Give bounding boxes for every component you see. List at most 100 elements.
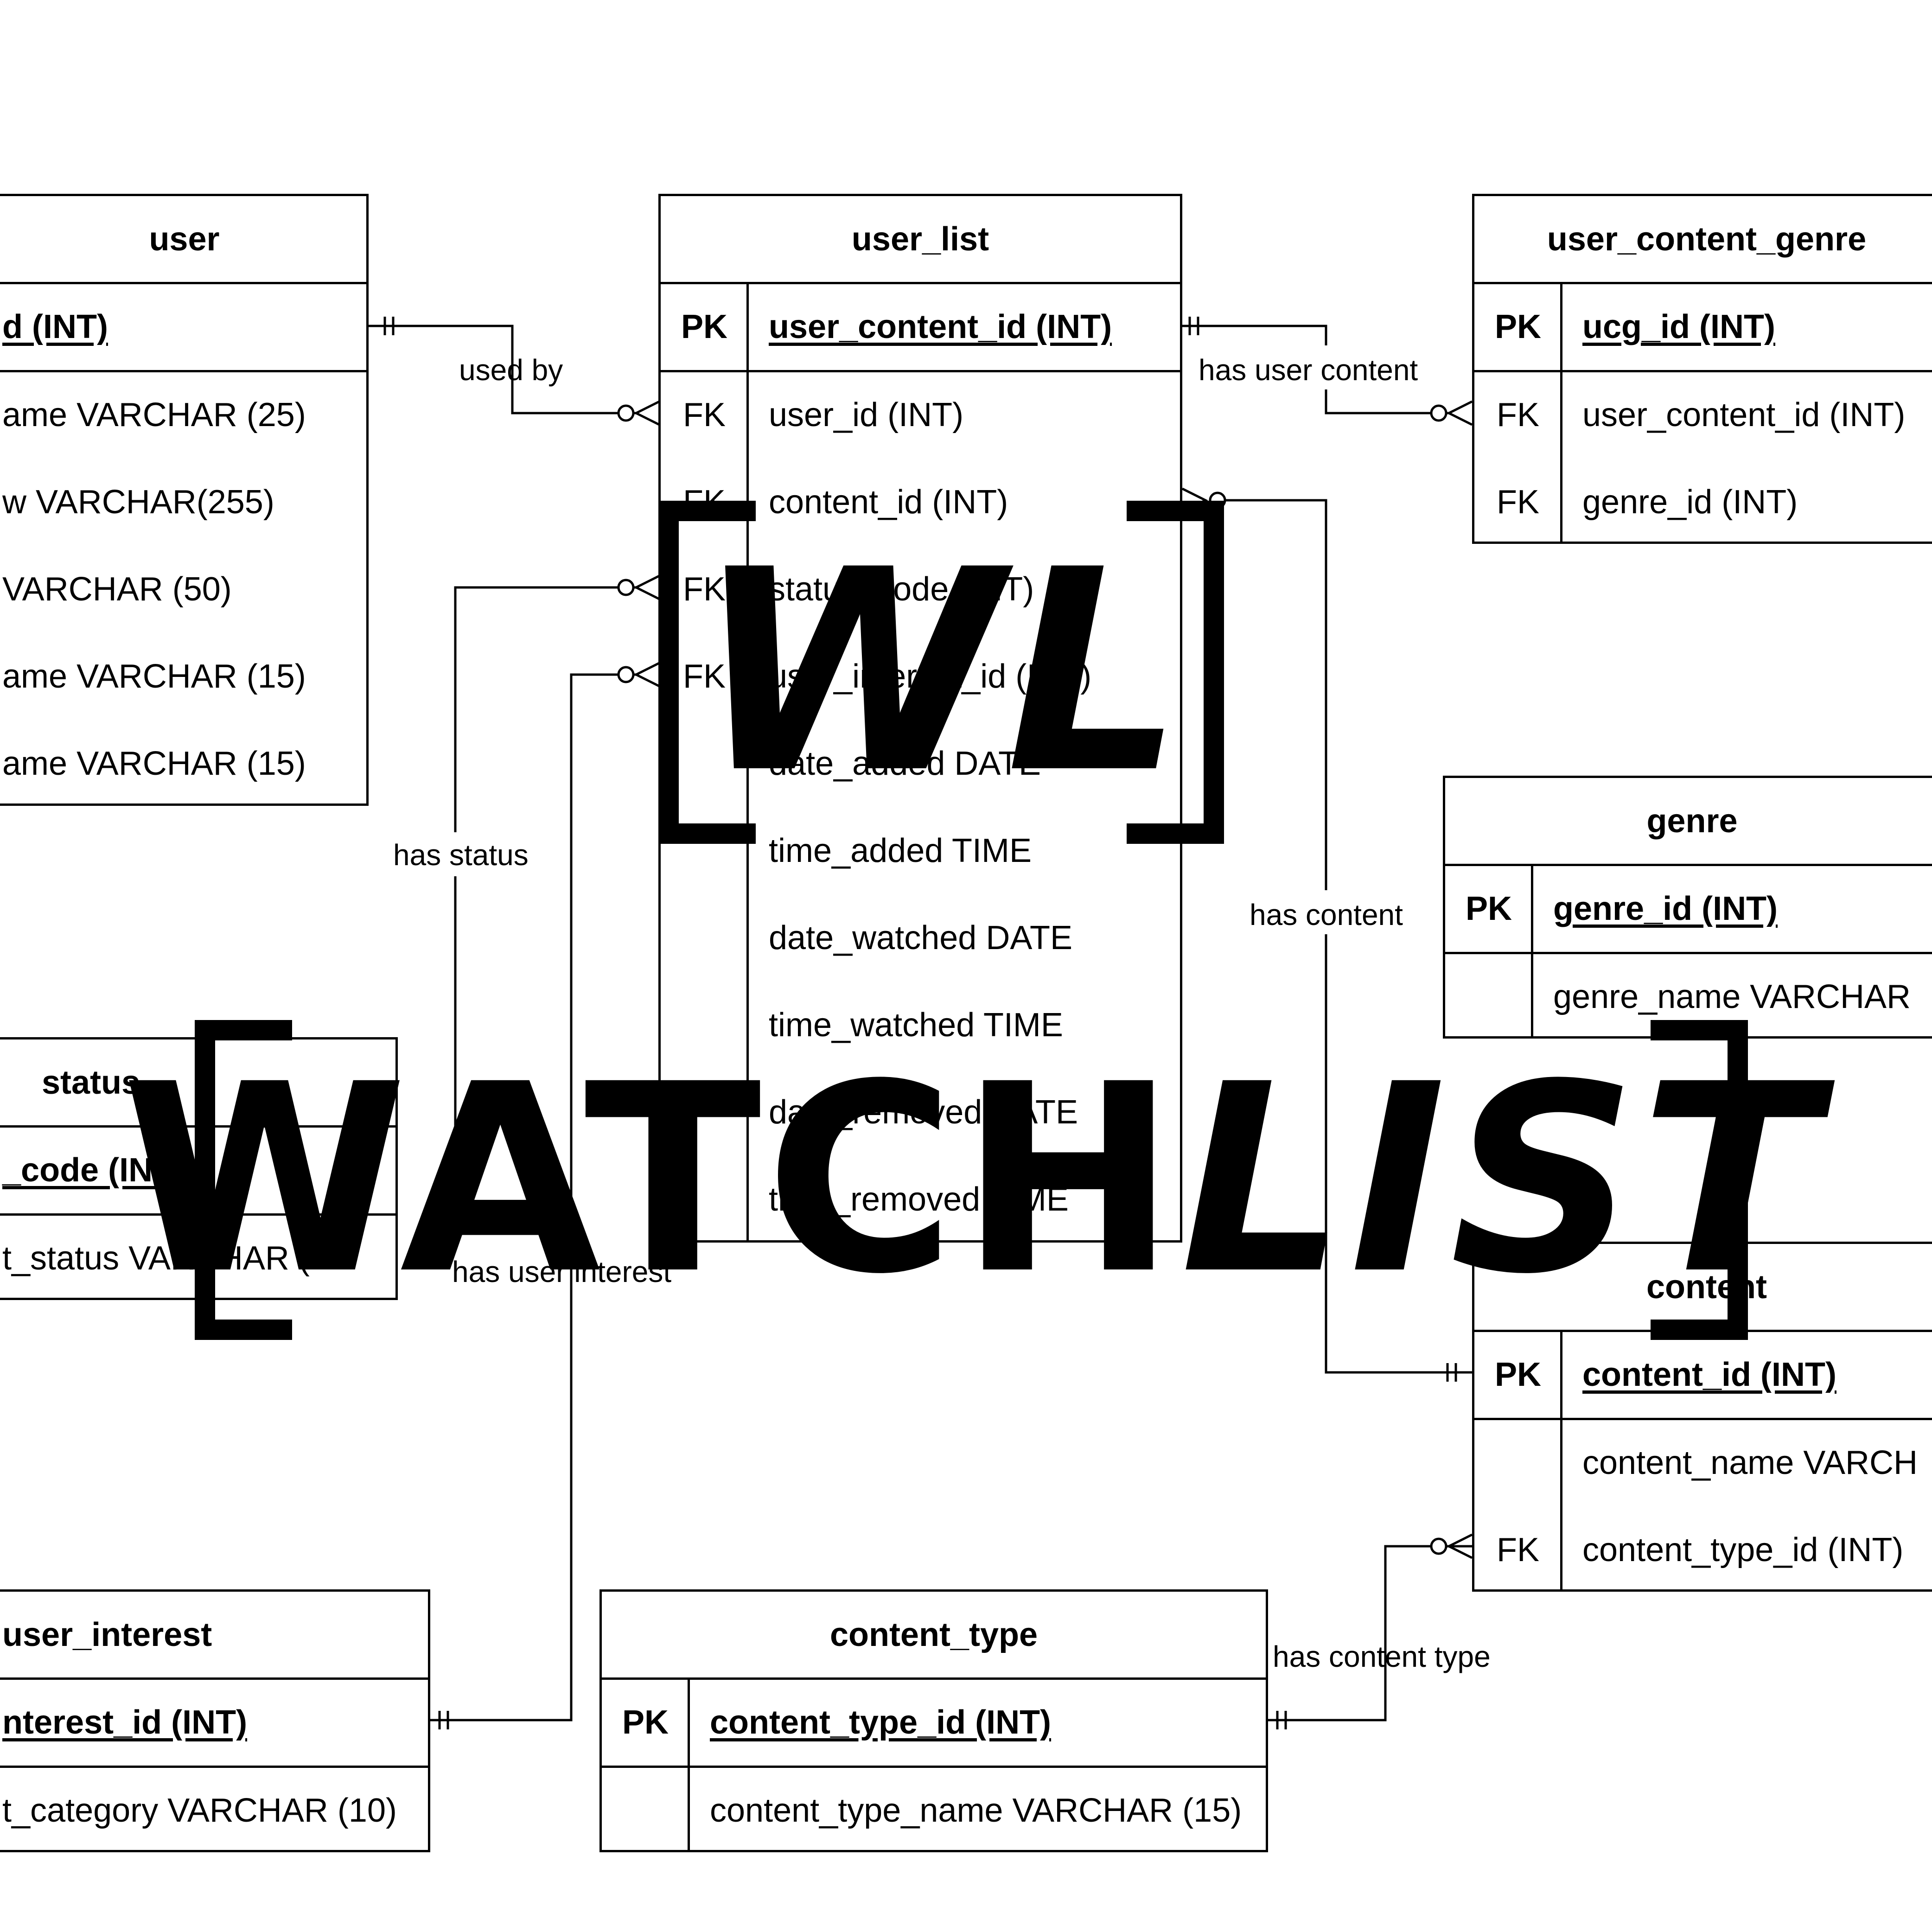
table-row[interactable]: t_category VARCHAR (10) (0, 1767, 428, 1854)
key-badge: FK (1496, 396, 1539, 434)
key-badge: FK (682, 571, 726, 608)
field-name: ame VARCHAR (25) (2, 396, 306, 434)
table-row[interactable]: d (INT) (0, 283, 366, 370)
table-row[interactable]: genre_name VARCHAR (1445, 953, 1932, 1040)
table-row[interactable]: FK user_content_id (INT) (1474, 371, 1932, 459)
table-row[interactable]: FK status_code (INT) (661, 546, 1180, 633)
entity-user-list[interactable]: user_list PK user_content_id (INT) FK us… (658, 194, 1182, 1243)
table-row[interactable]: ame VARCHAR (25) (0, 371, 366, 459)
table-row[interactable]: content_name VARCH (1474, 1419, 1932, 1506)
table-row[interactable]: time_added TIME (661, 807, 1180, 894)
entity-title: genre (1646, 802, 1738, 840)
key-badge (1474, 1419, 1562, 1506)
table-row[interactable]: w VARCHAR(255) (0, 459, 366, 546)
table-row[interactable]: _code (INT) (0, 1127, 395, 1214)
key-badge: PK (1494, 1356, 1542, 1393)
table-row[interactable]: ame VARCHAR (15) (0, 720, 366, 807)
field-name: content_type_id (INT) (710, 1704, 1052, 1741)
table-row[interactable]: nterest_id (INT) (0, 1679, 428, 1766)
entity-title: user_interest (2, 1616, 212, 1653)
key-badge (602, 1767, 689, 1854)
field-name: date_removed DATE (769, 1094, 1078, 1131)
key-badge: FK (682, 396, 726, 434)
key-badge: PK (681, 308, 728, 345)
field-name: date_watched DATE (769, 919, 1073, 956)
edge-has-status: has status (389, 574, 660, 1150)
table-row[interactable]: PK genre_id (INT) (1445, 865, 1932, 952)
table-row[interactable]: PK ucg_id (INT) (1474, 283, 1932, 370)
bracket-left-icon (195, 1020, 292, 1340)
table-row[interactable]: FK content_type_id (INT) (1474, 1506, 1932, 1594)
key-badge: FK (682, 658, 726, 695)
field-name: content_id (INT) (769, 484, 1008, 521)
label-used-by: used by (459, 353, 563, 387)
logo-wl-text: WL (695, 510, 1187, 834)
bracket-right-icon (1651, 1020, 1748, 1340)
entity-genre[interactable]: genre PK genre_id (INT) genre_name VARCH… (1443, 776, 1932, 1039)
table-row[interactable]: PK content_id (INT) (1474, 1331, 1932, 1418)
label-has-user-content: has user content (1199, 353, 1418, 387)
field-name: time_watched TIME (769, 1007, 1063, 1044)
edge-has-content: has content (1181, 487, 1472, 1382)
label-has-user-interest: has user interest (452, 1255, 671, 1288)
field-name: genre_name VARCHAR (1553, 978, 1911, 1015)
label-has-content: has content (1250, 898, 1403, 931)
logo-wl: WL (640, 501, 1243, 853)
table-row[interactable]: date_added DATE (661, 720, 1180, 807)
table-row[interactable]: time_removed TIME (661, 1156, 1180, 1243)
entity-title: user_content_genre (1547, 220, 1867, 258)
table-row[interactable]: PK content_type_id (INT) (602, 1679, 1266, 1766)
field-name: genre_id (INT) (1582, 484, 1798, 521)
key-badge: PK (1494, 308, 1542, 345)
field-name: ame VARCHAR (15) (2, 745, 306, 782)
bracket-right-icon (1127, 501, 1224, 844)
field-name: d (INT) (2, 308, 108, 345)
table-row[interactable]: content_type_name VARCHAR (15) (602, 1767, 1266, 1854)
table-row[interactable]: FK user_id (INT) (661, 371, 1180, 459)
label-has-status: has status (393, 838, 529, 872)
table-row[interactable]: ame VARCHAR (15) (0, 633, 366, 720)
edge-has-user-interest: has user interest (430, 662, 671, 1729)
table-row[interactable]: PK user_content_id (INT) (661, 283, 1180, 370)
entity-user-interest[interactable]: user_interest nterest_id (INT) t_categor… (0, 1589, 430, 1852)
field-name: user_interest_id (INT) (769, 658, 1092, 695)
entity-title: status (42, 1064, 140, 1101)
entity-content-type[interactable]: content_type PK content_type_id (INT) co… (599, 1589, 1268, 1852)
entity-user-content-genre[interactable]: user_content_genre PK ucg_id (INT) FK us… (1472, 194, 1932, 544)
bracket-left-icon (658, 501, 756, 844)
entity-title: content_type (829, 1616, 1038, 1653)
table-row[interactable]: date_watched DATE (661, 894, 1180, 982)
table-row[interactable]: VARCHAR (50) (0, 546, 366, 633)
field-name: status_code (INT) (769, 571, 1034, 608)
entity-content[interactable]: content PK content_id (INT) content_name… (1472, 1242, 1932, 1592)
logo-list-text: LIST (1180, 1029, 1822, 1331)
field-name: time_removed TIME (769, 1181, 1069, 1218)
table-row[interactable]: FK genre_id (INT) (1474, 459, 1932, 546)
label-has-content-type: has content type (1273, 1640, 1491, 1673)
key-badge: FK (1496, 1531, 1539, 1569)
field-name: w VARCHAR(255) (2, 484, 274, 521)
key-badge (661, 894, 748, 982)
entity-title: user (149, 220, 220, 258)
entity-user[interactable]: user d (INT) ame VARCHAR (25) w VARCHAR(… (0, 194, 369, 806)
field-name: t_status VARCHAR (1 (2, 1240, 328, 1277)
table-row[interactable]: FK user_interest_id (INT) (661, 633, 1180, 720)
field-name: _code (INT) (2, 1152, 185, 1189)
field-name: content_name VARCH (1582, 1444, 1918, 1481)
field-name: user_id (INT) (769, 396, 964, 434)
edge-has-content-type: has content type (1268, 1533, 1491, 1729)
field-name: ucg_id (INT) (1582, 308, 1775, 345)
edge-used-by: used by (369, 317, 660, 426)
field-name: content_type_id (INT) (1582, 1531, 1904, 1569)
table-row[interactable]: time_watched TIME (661, 982, 1180, 1069)
field-name: VARCHAR (50) (2, 571, 232, 608)
table-row[interactable]: t_status VARCHAR (1 (0, 1215, 395, 1302)
key-badge: PK (1465, 890, 1512, 927)
field-name: nterest_id (INT) (2, 1704, 248, 1741)
table-row[interactable]: date_removed DATE (661, 1069, 1180, 1156)
field-name: ame VARCHAR (15) (2, 658, 306, 695)
field-name: content_type_name VARCHAR (15) (710, 1792, 1242, 1829)
